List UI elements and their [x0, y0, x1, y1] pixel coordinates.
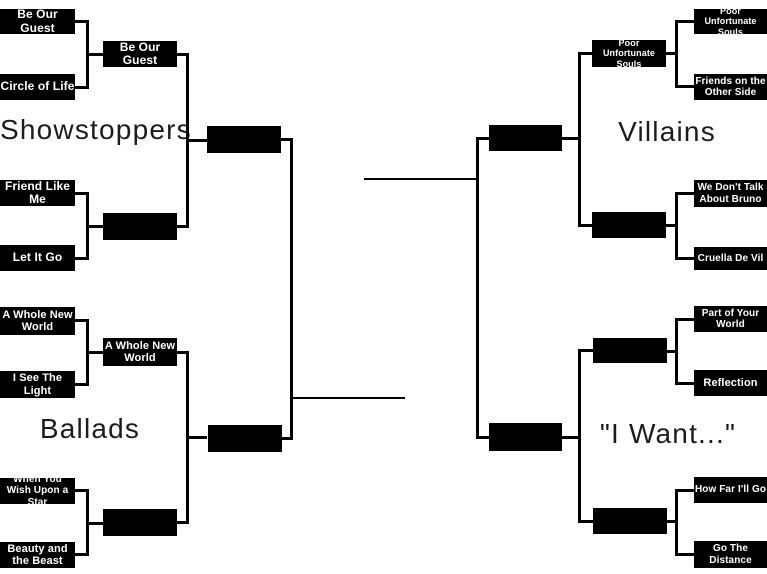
bracket-connector	[477, 137, 489, 140]
bracket-connector	[281, 138, 293, 141]
bracket-connector	[562, 436, 581, 439]
bracket-connector	[177, 521, 189, 524]
r1-slot-go-the-distance[interactable]: Go The Distance	[694, 541, 767, 568]
r1-slot-part-of-your-world[interactable]: Part of Your World	[694, 306, 767, 332]
r1-slot-let-it-go[interactable]: Let It Go	[0, 245, 75, 271]
r1-slot-when-you-wish-upon-a-star[interactable]: When You Wish Upon a Star	[0, 474, 75, 508]
bracket-connector	[477, 436, 489, 439]
r1-slot-circle-of-life[interactable]: Circle of Life	[0, 74, 75, 100]
r3-slot-right-top[interactable]	[489, 125, 562, 151]
section-label-ballads: Ballads	[39, 413, 141, 444]
r3-slot-right-bottom[interactable]	[489, 423, 562, 451]
bracket-connector	[177, 225, 189, 228]
bracket-connector	[75, 192, 89, 195]
bracket-connector	[678, 85, 694, 88]
bracket-connector	[666, 224, 678, 227]
bracket-connector	[75, 86, 89, 89]
bracket-connector	[186, 139, 207, 142]
bracket-connector	[562, 137, 581, 140]
bracket-connector	[290, 138, 293, 440]
bracket-connector	[678, 489, 694, 492]
r3-slot-left-top[interactable]	[207, 126, 281, 153]
bracket-connector	[678, 20, 694, 23]
r2-slot-right-empty-1[interactable]	[592, 212, 666, 238]
r1-slot-beauty-and-the-beast[interactable]: Beauty and the Beast	[0, 542, 75, 568]
r1-slot-friends-on-the-other-side[interactable]: Friends on the Other Side	[694, 74, 767, 100]
section-label-i-want: "I Want..."	[599, 418, 737, 449]
bracket-connector	[86, 522, 103, 525]
bracket-connector	[476, 137, 479, 439]
bracket-connector	[678, 192, 694, 195]
r1-slot-we-dont-talk-about-bruno[interactable]: We Don't Talk About Bruno	[694, 180, 767, 207]
r1-slot-i-see-the-light[interactable]: I See The Light	[0, 371, 75, 398]
r1-slot-reflection[interactable]: Reflection	[694, 370, 767, 396]
r3-slot-left-bottom[interactable]	[208, 425, 282, 452]
r2-slot-poor-unfortunate-souls[interactable]: Poor Unfortunate Souls	[592, 38, 666, 69]
bracket-connector	[86, 225, 103, 228]
bracket-connector	[186, 436, 207, 439]
bracket-connector	[667, 350, 678, 353]
r1-slot-poor-unfortunate-souls[interactable]: Poor Unfortunate Souls	[694, 6, 767, 37]
bracket-connector	[86, 53, 103, 56]
r2-slot-right-empty-3[interactable]	[593, 508, 667, 534]
bracket-connector	[678, 553, 694, 556]
bracket-connector	[678, 382, 694, 385]
bracket-connector	[177, 53, 189, 56]
bracket-connector	[75, 257, 89, 260]
r1-slot-a-whole-new-world[interactable]: A Whole New World	[0, 307, 75, 335]
r2-slot-right-empty-2[interactable]	[593, 338, 667, 363]
bracket-connector	[75, 319, 89, 322]
bracket-connector	[75, 20, 89, 23]
r1-slot-cruella-de-vil[interactable]: Cruella De Vil	[694, 247, 767, 270]
bracket-connector	[666, 52, 678, 55]
section-label-villains: Villains	[618, 116, 716, 147]
bracket-connector	[86, 351, 103, 354]
bracket-connector	[281, 437, 293, 440]
r2-slot-be-our-guest[interactable]: Be Our Guest	[103, 40, 177, 67]
bracket-connector	[678, 318, 694, 321]
bracket-connector	[75, 489, 89, 492]
bracket-connector	[580, 520, 593, 523]
bracket-connector	[678, 257, 694, 260]
r2-slot-a-whole-new-world[interactable]: A Whole New World	[103, 338, 177, 366]
bracket-connector	[580, 224, 592, 227]
bracket-connector	[667, 520, 678, 523]
r1-slot-how-far-ill-go[interactable]: How Far I'll Go	[694, 477, 767, 503]
final-line-left	[290, 397, 405, 399]
r2-slot-left-empty-2[interactable]	[103, 509, 177, 536]
bracket-connector	[75, 383, 89, 386]
r1-slot-be-our-guest[interactable]: Be Our Guest	[0, 7, 75, 34]
section-label-showstoppers: Showstoppers	[0, 114, 192, 145]
bracket-connector	[75, 553, 89, 556]
r2-slot-left-empty-1[interactable]	[103, 213, 177, 240]
final-line-right	[364, 178, 477, 180]
bracket-connector	[580, 52, 592, 55]
r1-slot-friend-like-me[interactable]: Friend Like Me	[0, 179, 75, 206]
bracket-connector	[177, 351, 189, 354]
bracket-connector	[580, 349, 593, 352]
